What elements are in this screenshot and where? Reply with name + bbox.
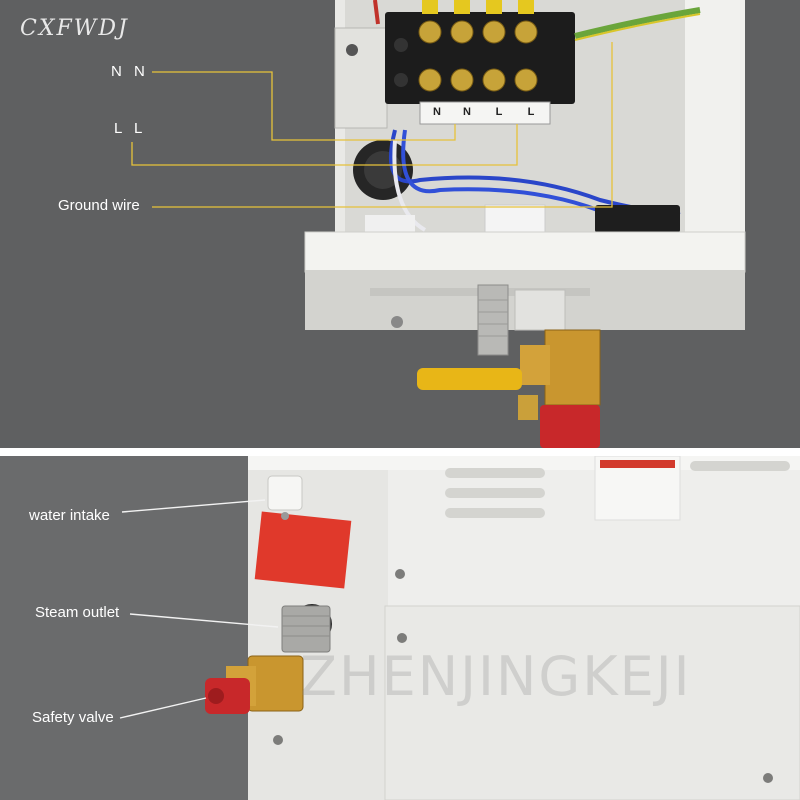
label-ll: L L [114,120,147,137]
ll-leader-line [131,124,518,166]
terminal-tag-l2: L [527,106,535,118]
terminal-tag-n2: N [463,106,471,118]
steam-generator-wiring-illustration [304,0,746,448]
terminal-tag-l1: L [495,106,503,118]
label-steam-outlet: Steam outlet [35,604,120,621]
label-nn: N N [111,63,149,80]
nn-leader-line [152,71,456,141]
brand-logo-text: CXFWDJ [20,16,129,41]
label-water-intake: water intake [29,507,110,524]
steam-outlet-leader [129,613,279,628]
safety-valve-leader [119,697,207,719]
panel-divider [0,448,800,456]
label-ground-wire: Ground wire [58,197,140,214]
steam-generator-side-illustration [205,456,800,800]
label-safety-valve: Safety valve [32,709,114,726]
bottom-leader-lines [119,499,279,719]
terminal-tag-n1: N [433,106,441,118]
watermark-text: ZHENJINGKEJI [300,645,692,708]
outlet-photo-panel: ZHENJINGKEJI water intake Steam outlet S… [0,456,800,800]
water-intake-leader [121,499,266,513]
ground-leader-line [152,42,613,208]
top-leader-lines [131,42,613,208]
wiring-photo-panel: CXFWDJ N N L L N N L L Ground wire [0,0,800,448]
